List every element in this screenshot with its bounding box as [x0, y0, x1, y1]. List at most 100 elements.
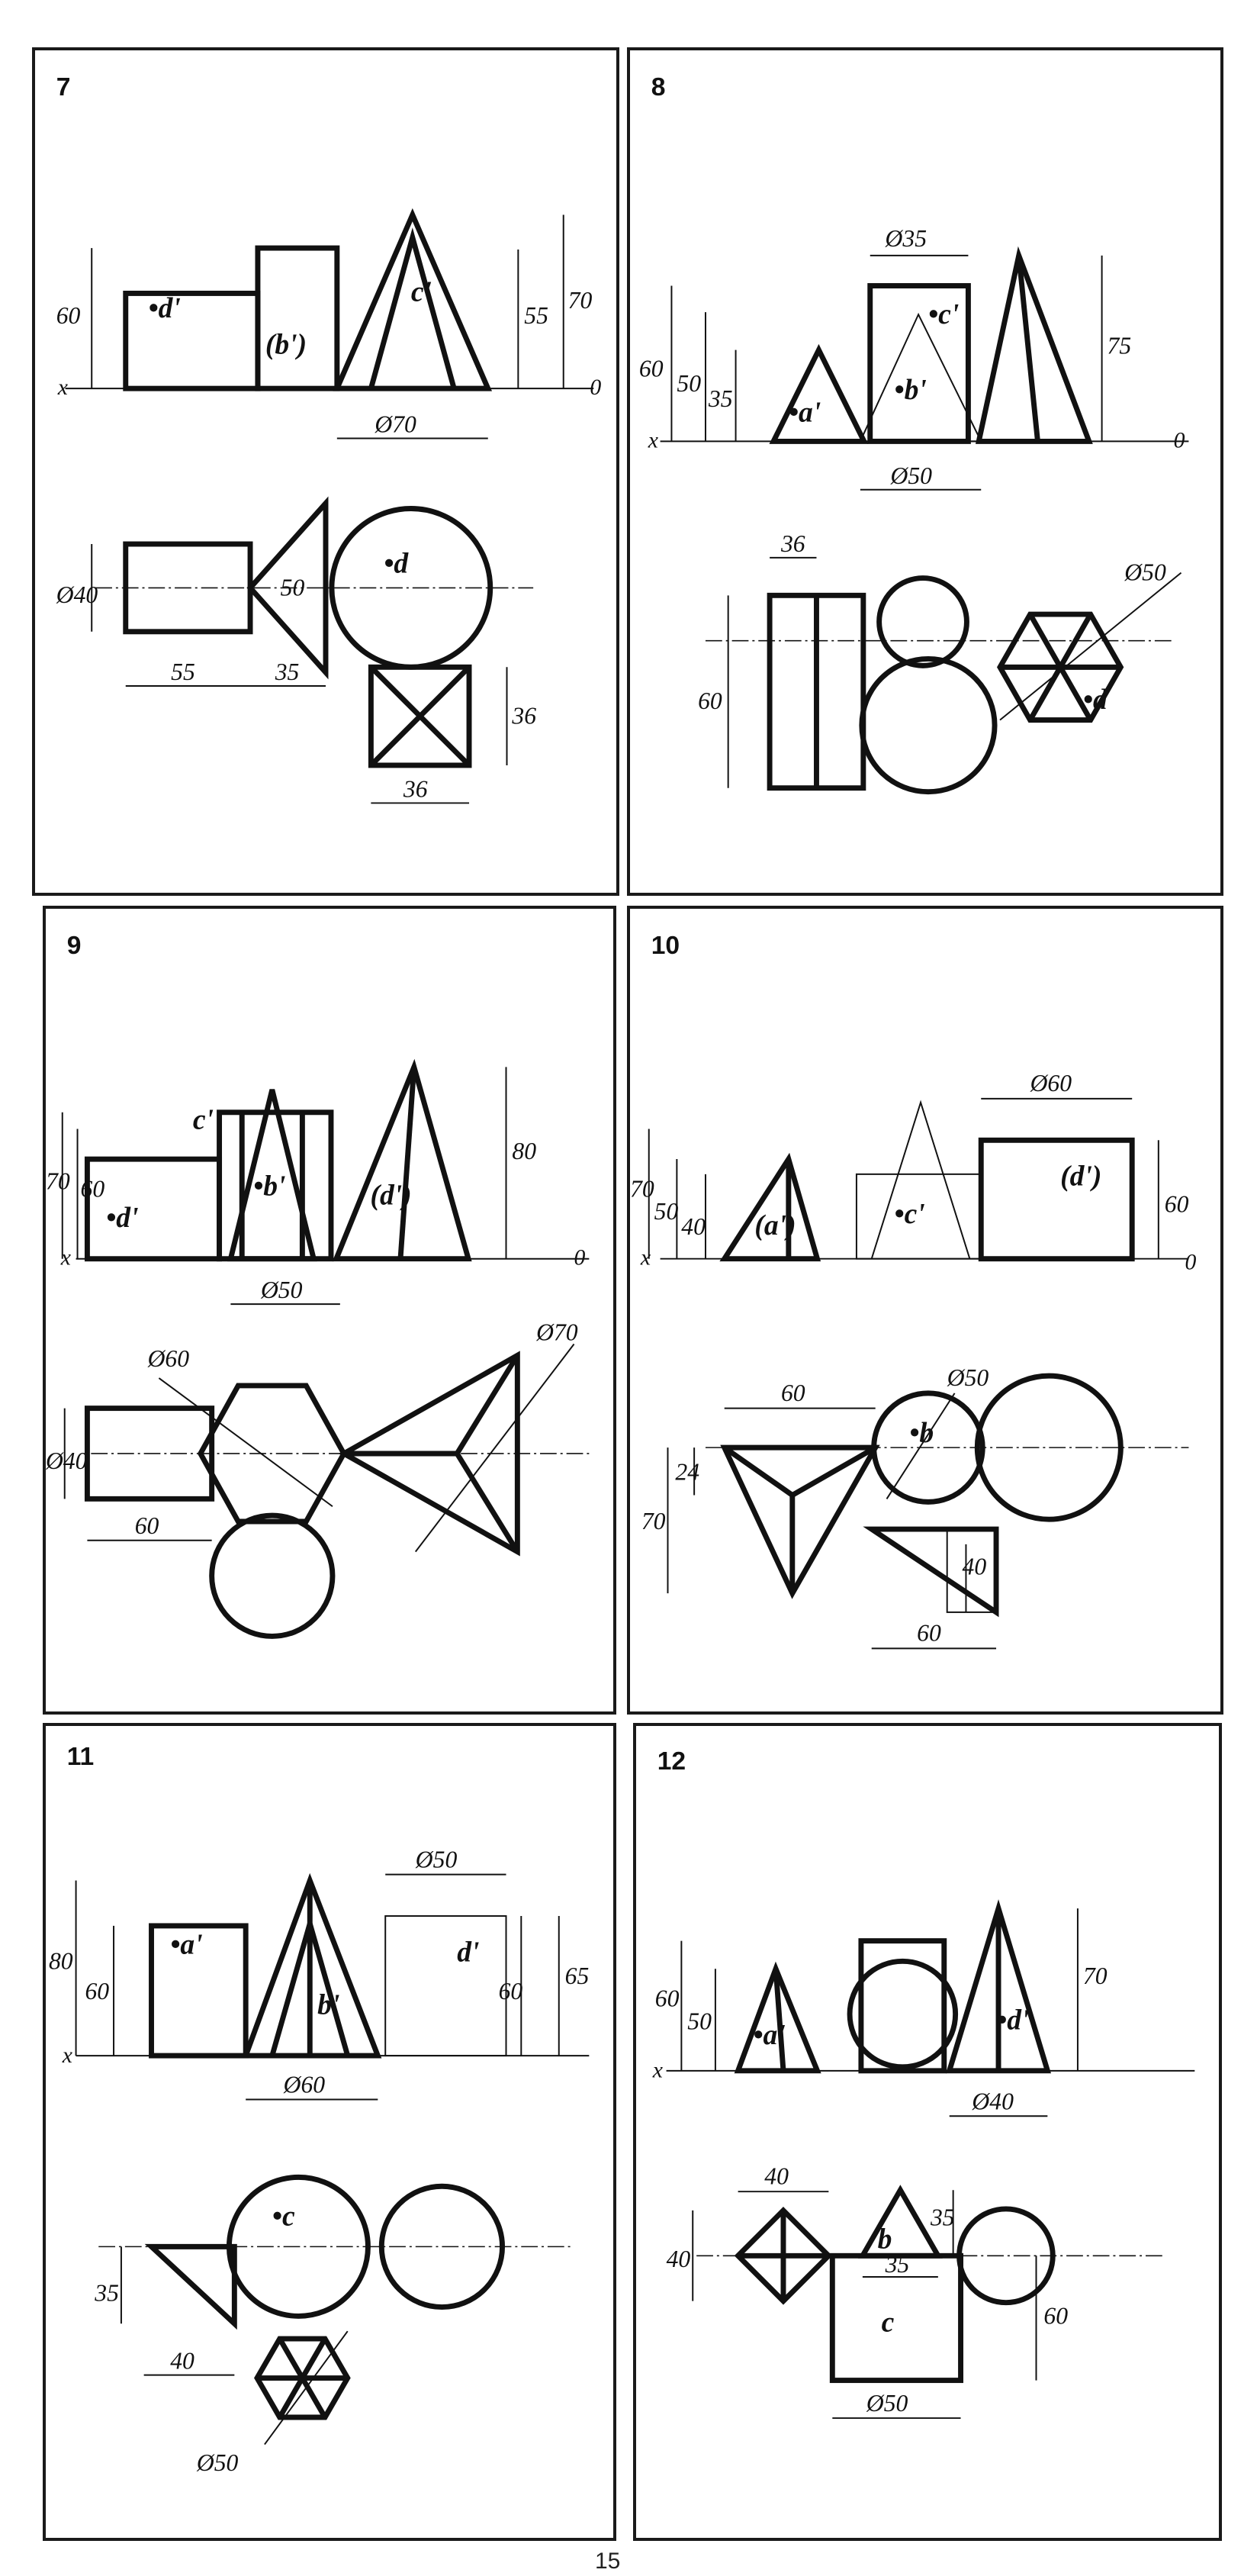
triangle-top-view [338, 1351, 520, 1557]
point-label: •d [384, 548, 409, 580]
point-label: b' [317, 1989, 339, 2021]
square-top-view [368, 664, 472, 768]
sphere-front-view [847, 1958, 959, 2070]
dimension-line [415, 1343, 575, 1553]
dimension-label: 50 [281, 574, 305, 601]
dimension-label: 80 [512, 1138, 536, 1164]
dimension-label: 40 [170, 2348, 194, 2375]
dimension-label: 40 [667, 2246, 691, 2272]
cone-front-view [333, 208, 493, 391]
dimension-label: 60 [698, 687, 722, 714]
dimension-label: Ø50 [415, 1847, 458, 1873]
panel-number: 9 [67, 932, 82, 960]
dimension-label: 60 [81, 1176, 105, 1203]
cone-front-view [859, 312, 982, 443]
drawing-12: 12 x •a' •d' 60 50 70 Ø40 b c 40 40 35 3… [652, 1747, 1195, 2420]
drawing-11: 11 x •a' b' d' 80 60 Ø60 Ø50 60 65 •c 35… [49, 1743, 590, 2476]
prism-top-view [829, 2252, 964, 2384]
prism-front-view [858, 1938, 947, 2074]
point-label: •d' [106, 1202, 138, 1234]
point-label: •b' [894, 374, 926, 406]
dimension-label: Ø60 [1030, 1070, 1072, 1096]
triangle-top-view [246, 496, 329, 680]
cone-front-view [870, 1100, 971, 1259]
axis-zero-label: 0 [574, 1246, 586, 1270]
dimension-label: Ø50 [1124, 559, 1166, 586]
right-triangle-top-view [144, 2243, 237, 2330]
axis-zero-label: 0 [1174, 428, 1185, 452]
dimension-label: 60 [85, 1978, 109, 2004]
axis-zero-label: 0 [1185, 1251, 1196, 1275]
panel-number: 8 [651, 73, 666, 101]
circle-top-view [956, 2206, 1056, 2306]
small-circle-top-view [876, 575, 969, 668]
square-diagonal [368, 665, 471, 768]
dimension-label: Ø40 [46, 1447, 88, 1474]
dimension-label: Ø70 [374, 411, 416, 438]
pyramid-edge [791, 1445, 877, 1498]
hexagon-top-view [996, 611, 1124, 723]
point-label: (d') [1060, 1161, 1101, 1193]
point-label: •d [1083, 684, 1108, 716]
dimension-label: 70 [568, 287, 593, 314]
point-label: •c [272, 2201, 295, 2233]
dimension-label: 75 [1108, 333, 1132, 359]
dimension-label: Ø50 [196, 2449, 239, 2476]
dimension-label: 36 [403, 776, 428, 803]
dimension-label: Ø40 [971, 2088, 1014, 2114]
point-label: •d' [148, 292, 180, 324]
dimension-label: 40 [681, 1213, 706, 1240]
pyramid-edge [1016, 255, 1040, 442]
dimension-label: 60 [639, 355, 664, 382]
pyramid-front-view [227, 1089, 317, 1262]
page-number: 15 [595, 2549, 621, 2574]
pyramid-edge [397, 1067, 417, 1259]
point-label: •b' [253, 1170, 285, 1203]
point-label: b [878, 2223, 892, 2255]
dimension-label: 24 [675, 1459, 699, 1486]
dimension-line [264, 2330, 349, 2446]
dimension-label: 70 [1083, 1963, 1108, 1989]
triangle-top-view [857, 2185, 943, 2259]
pyramid-edge [722, 1445, 794, 1498]
axis-x-label: x [652, 2059, 663, 2083]
dimension-label: Ø60 [147, 1345, 190, 1372]
pyramid-front-view [719, 1152, 821, 1262]
dimension-label: 35 [94, 2280, 119, 2307]
dimension-label: 50 [654, 1198, 679, 1225]
point-label: •c' [894, 1198, 924, 1230]
dimension-label: 36 [780, 530, 805, 557]
dimension-label: Ø50 [260, 1277, 303, 1303]
dimension-label: 60 [1043, 2302, 1068, 2329]
problem-panel-11: 11 x •a' b' d' 80 60 Ø60 Ø50 60 65 •c 35… [43, 1723, 616, 2541]
point-label: c [882, 2306, 895, 2338]
problem-panel-7: 7 x 0 •d' (b') c' 60 55 70 Ø70 •d Ø40 50… [32, 47, 619, 896]
dimension-label: 70 [641, 1508, 666, 1534]
point-label: •d' [997, 2004, 1029, 2036]
triangle-top-view [720, 1444, 880, 1599]
dimension-label: Ø60 [283, 2072, 326, 2098]
dimension-label: 60 [499, 1978, 523, 2004]
dimension-line [158, 1377, 333, 1508]
point-label: c' [411, 275, 432, 308]
panel-number: 11 [67, 1743, 95, 1771]
cylinder-front-view [384, 1915, 507, 2057]
dimension-label: 60 [917, 1620, 941, 1647]
prism-front-view [123, 290, 261, 391]
dimension-label: 60 [781, 1380, 805, 1406]
dimension-line [886, 1393, 956, 1499]
circle-top-view [859, 655, 998, 795]
problem-panel-10: 10 x 0 (a') •c' (d') 70 50 40 60 Ø60 •b … [627, 906, 1223, 1715]
problem-panel-12: 12 x •a' •d' 60 50 70 Ø40 b c 40 40 35 3… [633, 1723, 1222, 2541]
circle-top-view [209, 1512, 336, 1639]
dimension-label: Ø50 [947, 1364, 989, 1391]
panel-number: 7 [56, 73, 71, 101]
pyramid-front-view [368, 227, 457, 390]
point-label: •a' [789, 397, 821, 429]
prism-top-view [84, 1406, 215, 1502]
point-label: •c' [928, 298, 959, 330]
pyramid-front-view [769, 343, 869, 444]
point-label: c' [193, 1104, 214, 1136]
dimension-label: 70 [46, 1168, 70, 1195]
axis-x-label: x [648, 428, 658, 452]
